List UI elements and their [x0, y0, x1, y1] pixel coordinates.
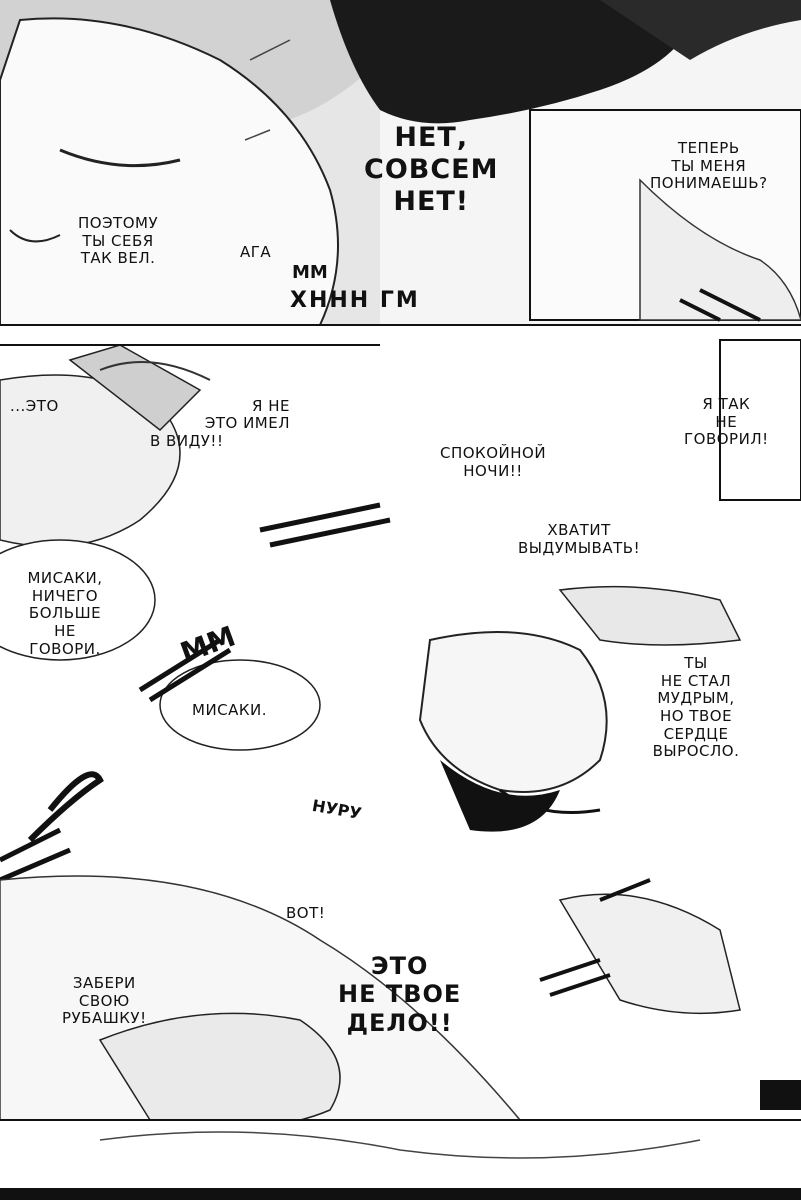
bubble-line: ВОТ!: [286, 904, 326, 922]
bubble-line: НЕТ!: [393, 185, 470, 217]
bubble-line: НЕ: [715, 412, 738, 431]
speech-bubble-ty-ne-stal: ТЫ НЕ СТАЛ МУДРЫМ, НО ТВОЕ СЕРДЦЕ ВЫРОСЛ…: [616, 654, 776, 761]
top-panel-art: [0, 0, 801, 326]
bubble-line: НИЧЕГО: [31, 586, 99, 605]
speech-bubble-misaki-nichego: МИСАКИ, НИЧЕГО БОЛЬШЕ НЕ ГОВОРИ.: [0, 569, 130, 658]
bubble-line: ДЕЛО!!: [346, 1008, 453, 1037]
bubble-line: АГА: [240, 243, 272, 261]
bubble-line: МИСАКИ.: [192, 701, 268, 719]
bubble-line: ТЕПЕРЬ: [677, 139, 740, 157]
bubble-line: СОВСЕМ: [364, 153, 499, 185]
bubble-line: Я ТАК: [702, 395, 751, 413]
bubble-line: ЭТО ИМЕЛ: [204, 414, 290, 433]
speech-bubble-net: НЕТ, СОВСЕМ НЕТ!: [364, 122, 498, 218]
sfx-mm-top: ММ: [292, 262, 328, 283]
sfx-ahh: ХННН ГМ: [290, 288, 420, 313]
bottom-panel-art: [0, 875, 801, 1200]
speech-bubble-misaki: МИСАКИ.: [192, 701, 268, 720]
bubble-line: ЭТО: [370, 952, 429, 980]
bubble-line: СЕРДЦЕ: [663, 724, 729, 743]
bubble-line: НЕ: [54, 622, 76, 641]
speech-bubble-spok: СПОКОЙНОЙ НОЧИ!!: [440, 444, 547, 480]
bubble-line: ПОЭТОМУ: [78, 214, 159, 232]
bubble-line: СВОЮ: [78, 991, 130, 1010]
bubble-line: НЕ СТАЛ: [660, 671, 732, 690]
bubble-line: НЕТ,: [394, 122, 469, 153]
speech-bubble-zaberi: ЗАБЕРИ СВОЮ РУБАШКУ!: [62, 974, 147, 1028]
speech-bubble-aga: АГА: [240, 243, 272, 262]
speech-bubble-vot: ВОТ!: [286, 904, 326, 923]
speech-bubble-eto-ya: ...ЭТО Я НЕ ЭТО ИМЕЛ В ВИДУ!!: [10, 396, 290, 451]
bubble-line: ГОВОРИЛ!: [684, 430, 769, 449]
bubble-line: ПОНИМАЕШЬ?: [650, 174, 768, 193]
bubble-line: РУБАШКУ!: [62, 1009, 147, 1028]
speech-bubble-pozt: ПОЭТОМУ ТЫ СЕБЯ ТАК ВЕЛ.: [78, 214, 159, 268]
bubble-line: ХВАТИТ: [547, 521, 611, 539]
bubble-line: МУДРЫМ,: [657, 689, 735, 708]
speech-bubble-ya-tak: Я ТАК НЕ ГОВОРИЛ!: [684, 395, 769, 449]
bubble-line: ТЫ СЕБЯ: [82, 231, 154, 250]
speech-bubble-hvatit: ХВАТИТ ВЫДУМЫВАТЬ!: [518, 521, 641, 557]
bubble-line: Я НЕ: [252, 396, 290, 415]
bubble-line: ГОВОРИ.: [29, 639, 101, 658]
bubble-line: НОЧИ!!: [463, 461, 523, 480]
bubble-line: ВЫРОСЛО.: [652, 742, 740, 761]
speech-bubble-eto-ne: ЭТО НЕ ТВОЕ ДЕЛО!!: [338, 952, 461, 1037]
bubble-line: ТЫ МЕНЯ: [671, 156, 747, 175]
bubble-line: НО ТВОЕ: [659, 707, 733, 726]
bubble-line: ТАК ВЕЛ.: [80, 249, 156, 268]
bubble-line: СПОКОЙНОЙ: [440, 444, 547, 462]
bubble-line: В ВИДУ!!: [150, 432, 224, 451]
middle-panel-art: [0, 339, 801, 883]
bubble-line: БОЛЬШЕ: [28, 604, 102, 623]
bubble-line: ...ЭТО: [10, 397, 59, 415]
bubble-line: МИСАКИ,: [27, 569, 103, 587]
bubble-line: ВЫДУМЫВАТЬ!: [518, 538, 641, 557]
bubble-line: НЕ ТВОЕ: [338, 980, 462, 1009]
bubble-line: ЗАБЕРИ: [72, 974, 136, 992]
bubble-line: ТЫ: [684, 654, 708, 672]
speech-bubble-teper: ТЕПЕРЬ ТЫ МЕНЯ ПОНИМАЕШЬ?: [650, 139, 768, 193]
